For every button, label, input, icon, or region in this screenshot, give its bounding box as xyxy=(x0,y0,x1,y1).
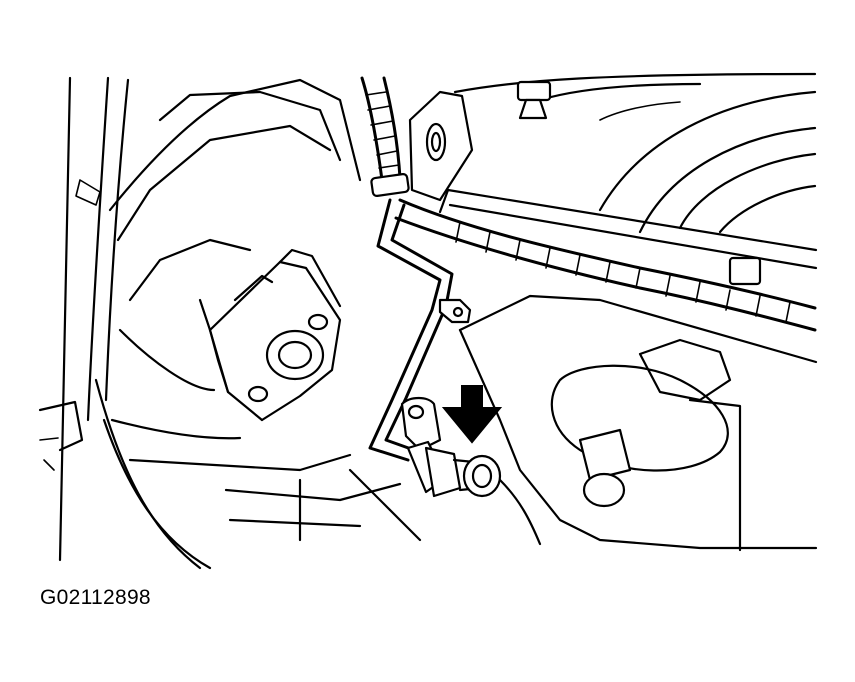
wiring-harness-vertical xyxy=(360,76,410,197)
left-body-panel xyxy=(38,76,212,570)
arrow-down-icon xyxy=(441,385,503,444)
metal-pipe xyxy=(368,198,472,462)
retainer-clip xyxy=(516,80,552,120)
floor-panel xyxy=(458,294,818,552)
lower-body-lines xyxy=(224,468,422,542)
strut-tower xyxy=(108,78,362,472)
sensor-assembly xyxy=(400,396,502,498)
figure-code: G02112898 xyxy=(40,586,151,609)
wiring-harness-horizontal xyxy=(394,188,818,332)
spare-tire-well xyxy=(453,72,817,234)
pipe-bracket xyxy=(408,90,474,202)
